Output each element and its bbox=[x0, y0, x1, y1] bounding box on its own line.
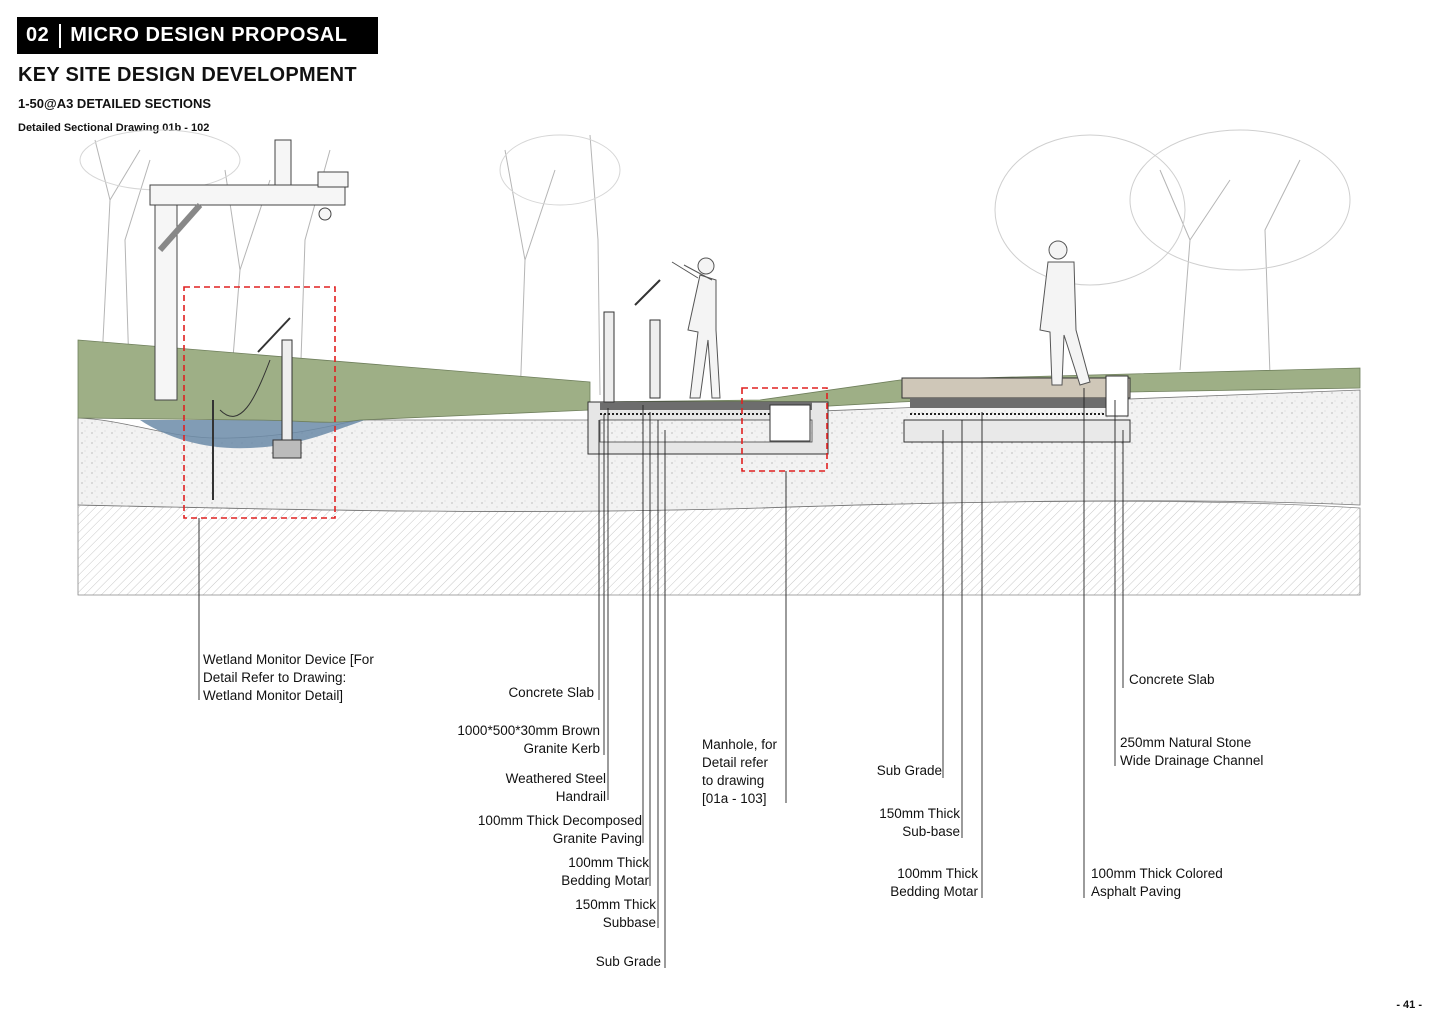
label-concrete-slab-left: Concrete Slab bbox=[508, 685, 594, 700]
leader-lines bbox=[198, 388, 1124, 968]
drawing-reference: Detailed Sectional Drawing 01b - 102 bbox=[18, 122, 210, 134]
label-handrail: Weathered Steel Handrail bbox=[505, 771, 606, 804]
wetland-monitor-device bbox=[212, 317, 302, 500]
page-number: - 41 - bbox=[1396, 999, 1422, 1011]
wetland-water bbox=[140, 420, 365, 449]
label-subbase-left: 150mm Thick Subbase bbox=[575, 897, 656, 930]
label-manhole: Manhole, for Detail refer to drawing [01… bbox=[702, 737, 778, 806]
section-number: 02 bbox=[26, 24, 50, 46]
section-title-bar: 02 MICRO DESIGN PROPOSAL bbox=[17, 17, 378, 54]
label-subbase-right: 150mm Thick Sub-base bbox=[879, 806, 960, 839]
label-bedding-left: 100mm Thick Bedding Motar bbox=[561, 855, 649, 888]
detail-callout-manhole bbox=[741, 387, 828, 472]
section-title: MICRO DESIGN PROPOSAL bbox=[70, 24, 348, 46]
person-walking bbox=[1039, 240, 1091, 386]
left-paving-section bbox=[587, 401, 829, 455]
hatched-subsoil bbox=[77, 500, 1361, 596]
path-monitor-device bbox=[603, 279, 661, 403]
label-subgrade-left: Sub Grade bbox=[595, 954, 661, 969]
label-drainage-channel: 250mm Natural Stone Wide Drainage Channe… bbox=[1120, 735, 1264, 768]
page-heading: KEY SITE DESIGN DEVELOPMENT bbox=[18, 64, 357, 86]
label-dg-paving: 100mm Thick Decomposed Granite Paving bbox=[477, 813, 642, 846]
person-photographer bbox=[671, 257, 721, 399]
label-bedding-right: 100mm Thick Bedding Motar bbox=[890, 866, 978, 899]
title-divider bbox=[59, 23, 62, 48]
detail-callout-wetland bbox=[183, 286, 336, 519]
monitor-pole bbox=[149, 139, 349, 401]
page-subheading: 1-50@A3 DETAILED SECTIONS bbox=[18, 96, 212, 111]
label-concrete-slab-right: Concrete Slab bbox=[1129, 672, 1215, 687]
label-granite-kerb: 1000*500*30mm Brown Granite Kerb bbox=[457, 723, 600, 756]
label-wetland-monitor: Wetland Monitor Device [For Detail Refer… bbox=[203, 652, 374, 703]
label-subgrade-right: Sub Grade bbox=[876, 763, 942, 778]
right-paving-section bbox=[901, 375, 1131, 443]
label-asphalt: 100mm Thick Colored Asphalt Paving bbox=[1091, 866, 1223, 899]
